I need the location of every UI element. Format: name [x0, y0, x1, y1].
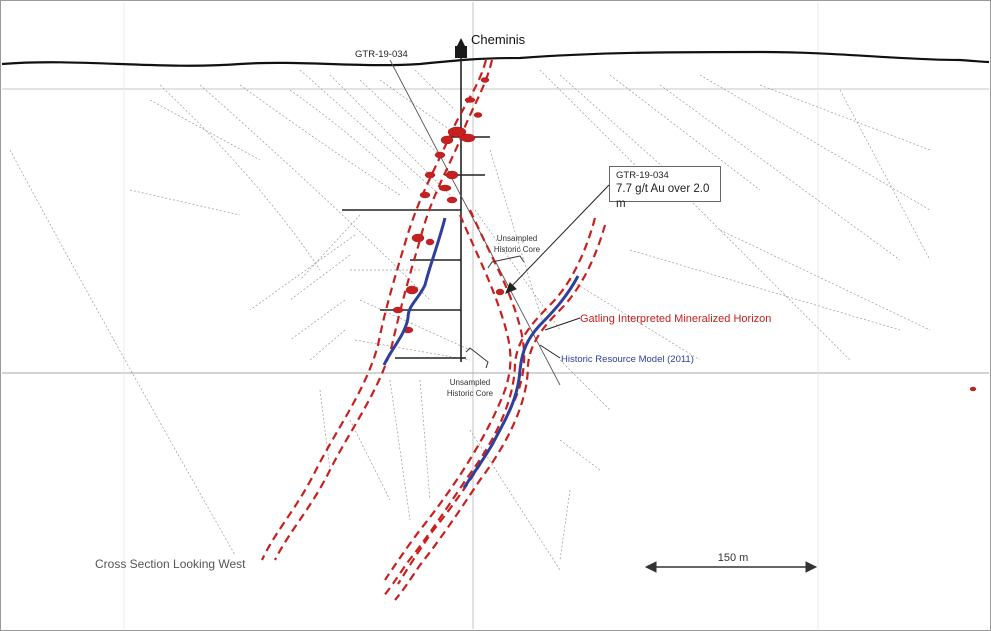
level-crosscuts — [342, 136, 490, 359]
gatling-horizon — [261, 59, 607, 601]
collar-name: Cheminis — [471, 32, 526, 47]
topography-surface — [1, 50, 990, 67]
historic-resource-model — [382, 217, 580, 489]
assay-callout: GTR-19-034 7.7 g/t Au over 2.0 m — [609, 166, 721, 210]
unsampled-upper-line2: Historic Core — [494, 245, 541, 254]
historic-drill-traces — [9, 69, 931, 571]
historic-model-label: Historic Resource Model (2011) — [561, 354, 694, 365]
gatling-horizon-label: Gatling Interpreted Mineralized Horizon — [580, 313, 771, 325]
hole-id-label: GTR-19-034 — [355, 49, 408, 60]
callout-leaders — [505, 184, 610, 359]
scale-label: 150 m — [718, 552, 749, 564]
callout-result: 7.7 g/t Au over 2.0 m — [616, 183, 710, 210]
unsampled-upper-line1: Unsampled — [497, 234, 537, 243]
headframe-icon — [455, 38, 467, 58]
unsampled-brackets — [465, 255, 525, 369]
assay-intercepts — [392, 77, 977, 392]
callout-hole-id: GTR-19-034 — [616, 170, 669, 181]
unsampled-lower-line1: Unsampled — [450, 378, 490, 387]
unsampled-lower-line2: Historic Core — [447, 389, 494, 398]
section-title: Cross Section Looking West — [95, 557, 246, 571]
scale-bar — [644, 561, 818, 573]
